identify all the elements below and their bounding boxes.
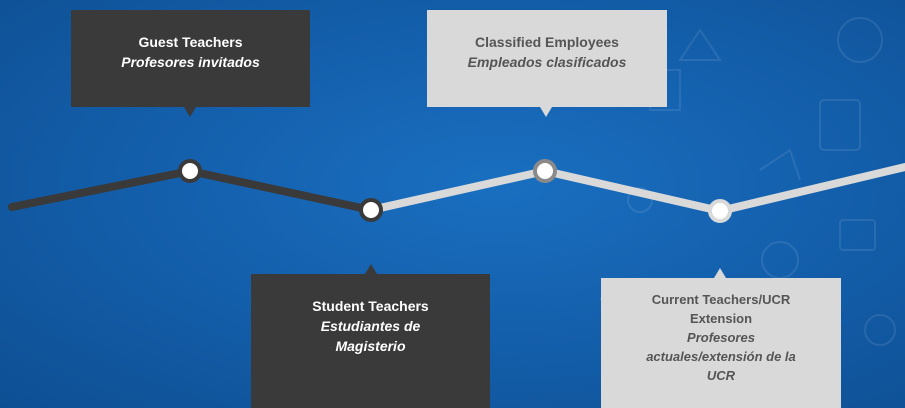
callout-subtitle: Empleados clasificados [467,54,627,70]
callout-title: Classified Employees [475,34,619,50]
callout-subtitle: Profesores actuales/extensión de la UCR [646,330,796,383]
callout-title: Student Teachers [312,298,429,314]
timeline-node-student-teachers [359,198,383,222]
timeline-node-guest-teachers [178,159,202,183]
callout-pointer [714,268,726,278]
timeline-node-current-teachers [708,199,732,223]
callout-pointer [540,107,552,117]
callout-pointer [184,107,196,117]
callout-subtitle: Profesores invitados [121,54,260,70]
callout-classified-employees: Classified Employees Empleados clasifica… [427,10,667,107]
callout-title: Current Teachers/UCR Extension [651,292,791,326]
callout-current-teachers: Current Teachers/UCR Extension Profesore… [601,278,841,408]
timeline-node-classified-employees [533,159,557,183]
callout-guest-teachers: Guest Teachers Profesores invitados [71,10,310,107]
callout-title: Guest Teachers [138,34,243,50]
callout-pointer [365,264,377,274]
timeline-segment-light [367,163,905,215]
callout-student-teachers: Student Teachers Estudiantes de Magister… [251,274,490,408]
callout-subtitle: Estudiantes de Magisterio [320,318,421,354]
